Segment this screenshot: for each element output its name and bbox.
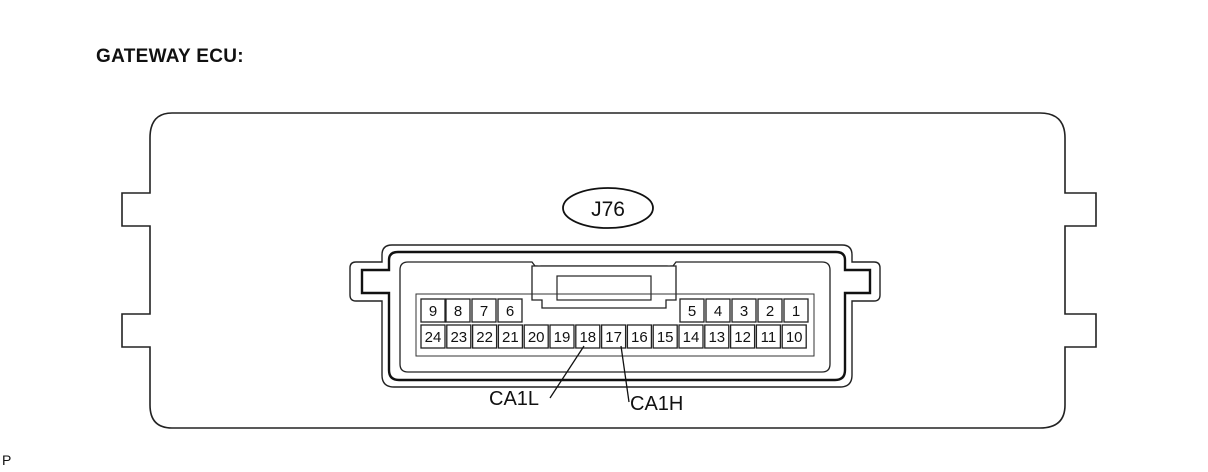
pin-number: 7	[480, 303, 488, 320]
pin-box	[420, 324, 446, 349]
ca1h-leader-line	[620, 345, 630, 403]
pin-number: 10	[786, 329, 803, 346]
pin-cavity-10: 10	[781, 324, 807, 349]
pin-cavity-15: 15	[652, 324, 678, 349]
pin-box	[705, 298, 731, 323]
ca1l-leader-line	[549, 345, 585, 399]
corner-mark: P	[2, 452, 12, 468]
pin-box	[497, 298, 523, 323]
pin-box	[755, 324, 782, 349]
pin-cavity-11: 11	[755, 324, 782, 349]
pin-box	[523, 324, 549, 349]
pin-box	[731, 298, 757, 323]
pin-number: 1	[792, 303, 800, 320]
pin-number: 6	[506, 303, 514, 320]
pin-box	[549, 324, 575, 349]
pin-cavity-23: 23	[446, 324, 472, 349]
pin-box	[652, 324, 678, 349]
pin-box	[704, 324, 730, 349]
pin-cavity-12: 12	[729, 324, 756, 349]
pin-cavity-5: 5	[679, 298, 705, 323]
connector-latch-window	[556, 275, 652, 301]
diagram-title: GATEWAY ECU:	[96, 46, 244, 67]
pin-number: 3	[740, 303, 748, 320]
pin-box	[781, 324, 807, 349]
pin-box	[446, 324, 472, 349]
pin-number: 17	[605, 329, 622, 346]
pin-cavity-7: 7	[471, 298, 497, 323]
connector-shell-mid	[360, 250, 872, 382]
pin-cavity-19: 19	[549, 324, 575, 349]
pin-number: 9	[429, 303, 437, 320]
pin-box	[678, 324, 704, 349]
connector-shell-outer	[349, 244, 881, 388]
pin-cavity-6: 6	[497, 298, 523, 323]
pin-box	[783, 298, 809, 323]
pin-box	[600, 324, 627, 349]
pin-number: 20	[528, 329, 545, 346]
pin-box	[497, 324, 524, 349]
pin-number: 2	[766, 303, 774, 320]
pin-number: 21	[502, 329, 519, 346]
ca1l-label: CA1L	[489, 388, 539, 410]
ecu-housing	[121, 112, 1097, 429]
pin-box	[420, 298, 446, 323]
pin-number: 13	[708, 329, 725, 346]
pin-number: 15	[657, 329, 674, 346]
pin-cavity-21: 21	[497, 324, 524, 349]
pin-box	[471, 324, 498, 349]
pin-box	[575, 324, 601, 349]
pin-number: 8	[454, 303, 462, 320]
pin-cavity-3: 3	[731, 298, 757, 323]
pin-cavity-24: 24	[420, 324, 446, 349]
pin-cavity-1: 1	[783, 298, 809, 323]
pin-number: 22	[476, 329, 493, 346]
pin-number: 4	[714, 303, 722, 320]
pin-box	[626, 324, 653, 349]
pin-cavity-22: 22	[471, 324, 498, 349]
pin-number: 24	[425, 329, 442, 346]
pin-number: 11	[761, 329, 777, 346]
cavity-frame	[415, 293, 815, 357]
bottom-row-pins: 24 23 22 21 20 19 18 17 16 15 14 13 12 11 10	[420, 324, 807, 349]
pin-box	[729, 324, 756, 349]
pin-number: 18	[579, 329, 596, 346]
pin-box	[471, 298, 497, 323]
pin-cavity-9: 9	[420, 298, 446, 323]
connector-code-oval	[562, 187, 654, 229]
pin-cavity-8: 8	[445, 298, 471, 323]
pin-cavity-2: 2	[757, 298, 783, 323]
pin-box	[445, 298, 471, 323]
pin-cavity-14: 14	[678, 324, 704, 349]
pin-number: 19	[554, 329, 571, 346]
pin-box	[757, 298, 783, 323]
pin-cavity-16: 16	[626, 324, 653, 349]
pin-box	[679, 298, 705, 323]
pin-cavity-13: 13	[704, 324, 730, 349]
pin-cavity-17: 17	[600, 324, 627, 349]
pin-number: 16	[631, 329, 648, 346]
pin-number: 5	[688, 303, 696, 320]
pin-cavity-20: 20	[523, 324, 549, 349]
pin-cavity-4: 4	[705, 298, 731, 323]
pin-number: 23	[450, 329, 467, 346]
pin-cavity-18: 18	[575, 324, 601, 349]
connector-code: J76	[591, 198, 625, 221]
pin-number: 14	[683, 329, 700, 346]
pin-number: 12	[734, 329, 751, 346]
ca1h-label: CA1H	[630, 393, 683, 415]
